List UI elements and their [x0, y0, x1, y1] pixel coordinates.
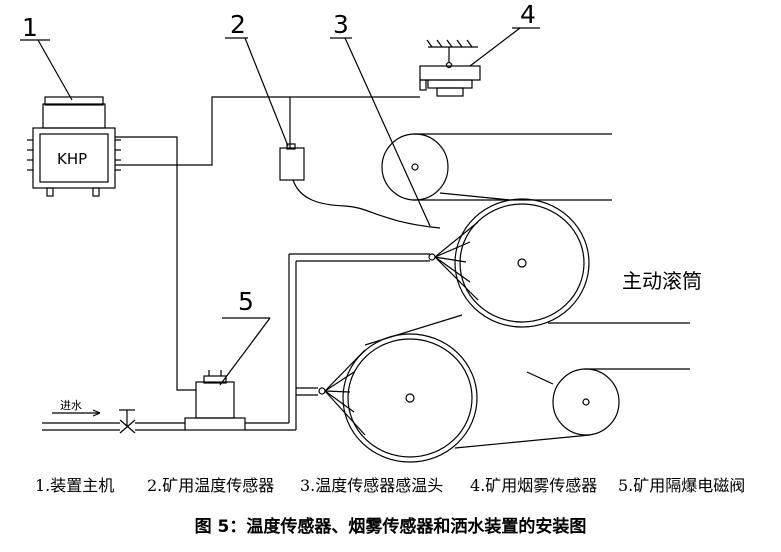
cable-to-sensors [115, 96, 420, 166]
leader-line-3 [344, 37, 431, 227]
temperature-sensor [279, 147, 305, 181]
device-host [27, 96, 121, 197]
leader-line-1 [37, 39, 73, 101]
figure-caption: 图 5：温度传感器、烟雾传感器和洒水装置的安装图 [194, 517, 587, 537]
water-pipe [42, 253, 430, 431]
spray-nozzle-lower [318, 349, 366, 436]
leader-line-5 [219, 317, 271, 386]
inlet-valve [119, 409, 136, 434]
label-number-3: 3 [333, 10, 349, 39]
smoke-sensor [419, 39, 481, 97]
legend-item-1: 1.装置主机 [35, 476, 115, 495]
khp-label: KHP [57, 150, 87, 168]
legend-item-3: 3.温度传感器感温头 [300, 476, 444, 495]
legend-item-2: 2.矿用温度传感器 [147, 476, 275, 495]
label-number-2: 2 [230, 10, 246, 39]
water-inlet-label: 进水 [60, 399, 82, 412]
spray-nozzle-upper [428, 221, 479, 301]
solenoid-valve [184, 370, 246, 431]
cable-to-valve [115, 136, 196, 391]
idler-drum-bottom [552, 368, 620, 436]
leader-line-4 [469, 27, 521, 67]
drive-drum [454, 198, 590, 328]
sensor-cable [292, 179, 441, 229]
idler-drum-top [381, 133, 449, 201]
lower-drum [342, 333, 478, 463]
label-number-5: 5 [238, 287, 254, 316]
legend-item-5: 5.矿用隔爆电磁阀 [618, 476, 746, 495]
leader-line-2 [244, 37, 289, 147]
label-number-4: 4 [520, 0, 536, 29]
legend-item-4: 4.矿用烟雾传感器 [470, 476, 598, 495]
label-number-1: 1 [22, 13, 38, 42]
drive-drum-label: 主动滚筒 [622, 269, 702, 293]
